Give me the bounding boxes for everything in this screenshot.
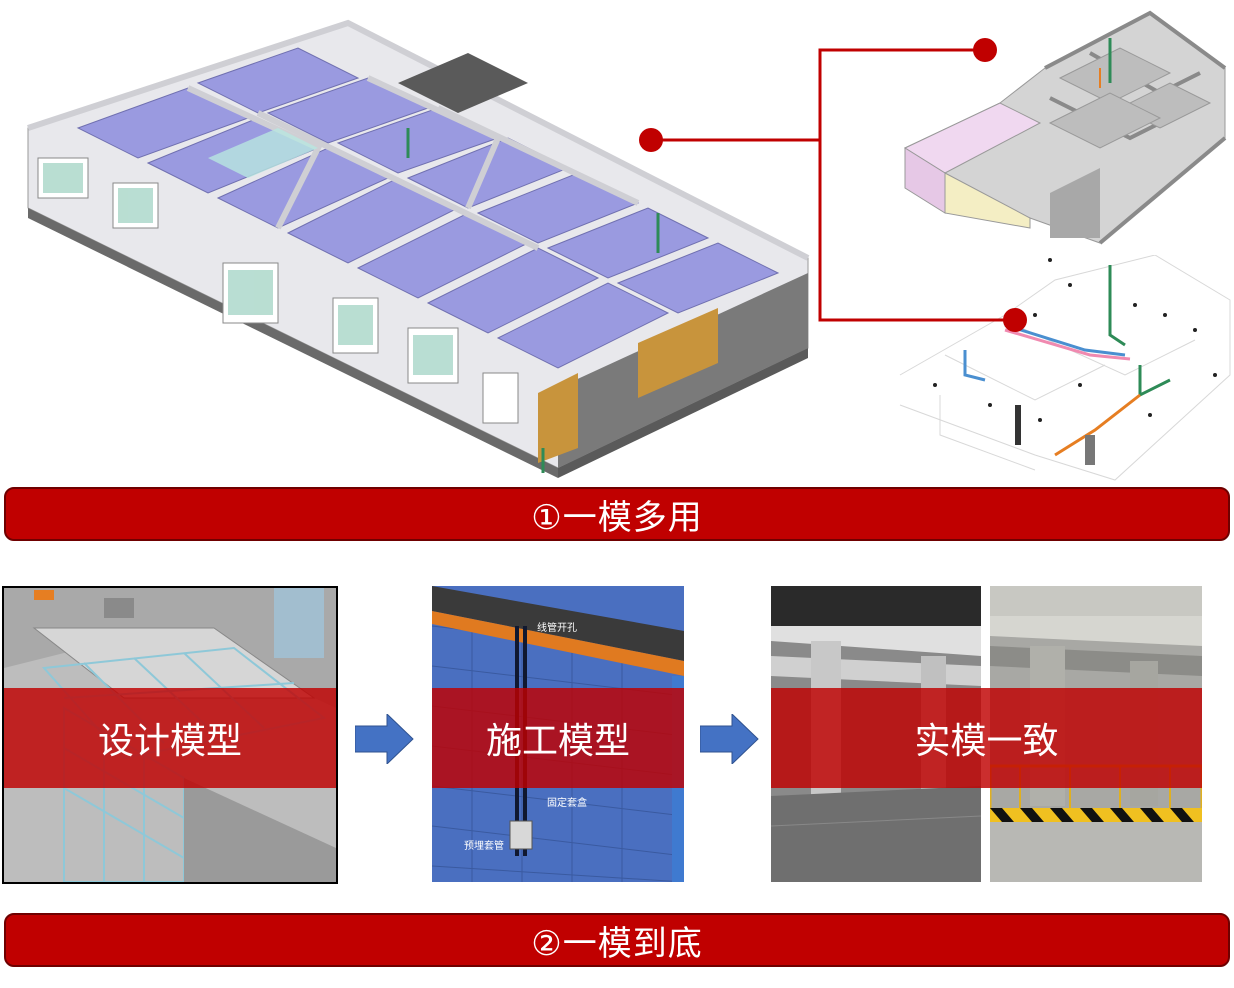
- mep-model-image: [899, 255, 1231, 481]
- reality-match-label-bar: 实模一致: [771, 688, 1202, 788]
- one-model-to-end-banner: ②一模到底: [4, 913, 1230, 967]
- one-model-multi-use-banner: ①一模多用: [4, 487, 1230, 541]
- design-model-panel: [2, 586, 338, 884]
- design-model-label: 设计模型: [97, 721, 242, 762]
- construction-model-label: 施工模型: [485, 721, 630, 762]
- design-model-image: [4, 588, 336, 882]
- fixed-box-callout: 固定套盒: [547, 798, 587, 809]
- one-model-to-end-label: ②一模到底: [531, 923, 703, 964]
- construction-model-label-bar: 施工模型: [432, 688, 684, 788]
- reality-match-label: 实模一致: [914, 721, 1059, 762]
- arrow-right-icon: [355, 714, 414, 764]
- structural-model-image: [903, 10, 1227, 245]
- conduit-opening-callout: 线管开孔: [537, 623, 577, 634]
- one-model-multi-use-label: ①一模多用: [531, 497, 703, 538]
- main-bim-model-image: [27, 19, 810, 478]
- embedded-sleeve-callout: 预埋套管: [464, 841, 504, 852]
- design-model-label-bar: 设计模型: [4, 688, 336, 788]
- arrow-right-icon: [700, 714, 759, 764]
